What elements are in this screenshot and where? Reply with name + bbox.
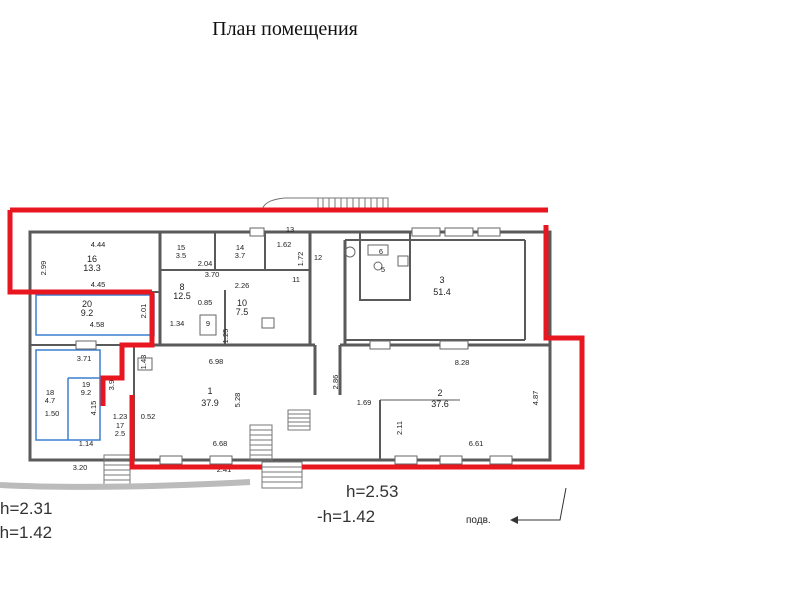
room-10-number: 10	[237, 298, 247, 308]
blue-partitions	[35, 294, 155, 441]
dimension-label: 4.58	[90, 320, 105, 329]
room-18-area: 4.7	[45, 396, 55, 405]
room-15-area: 3.5	[176, 251, 186, 260]
dimension-label: 6.98	[209, 357, 224, 366]
room-6-number: 6	[379, 247, 383, 256]
dimension-labels: 4.44 2.99 4.45 4.58 2.01 2.04 3.70 1.62 …	[39, 240, 540, 474]
dimension-label: 1.69	[357, 398, 372, 407]
dimension-label: 4.15	[89, 401, 98, 416]
dimension-label: 2.99	[39, 261, 48, 276]
rental-boundary	[7, 207, 585, 470]
dimension-label: 1.23	[113, 412, 128, 421]
dimension-label: 1.50	[45, 409, 60, 418]
dimension-label: 3.97	[107, 376, 116, 391]
dimension-label: 6.68	[213, 439, 228, 448]
main-height-label: h=2.53	[346, 482, 398, 501]
dimension-label: 1.14	[79, 439, 94, 448]
dimension-label: 1.43	[139, 355, 148, 370]
room-18-number: 18	[46, 388, 54, 397]
dimension-label: 2.26	[235, 281, 250, 290]
room-3-area: 51.4	[433, 287, 451, 297]
room-11-number: 11	[292, 275, 300, 284]
dimension-label: 4.45	[91, 280, 106, 289]
room-14-number: 14	[236, 243, 244, 252]
dimension-label: 2.04	[198, 259, 213, 268]
room-19-number: 19	[82, 380, 90, 389]
room-17-area: 2.5	[115, 429, 125, 438]
height-notes: h=2.31 -h=1.42 h=2.53 -h=1.42 подв.	[0, 482, 567, 542]
dimension-label: 1.34	[170, 319, 185, 328]
dimension-label: 2.11	[395, 421, 404, 435]
dimension-label: 1.25	[221, 329, 230, 344]
room-1-area: 37.9	[201, 398, 219, 408]
main-minus-height-label: -h=1.42	[317, 507, 375, 526]
dimension-label: 0.52	[141, 412, 156, 421]
dimension-label: 2.86	[331, 375, 340, 390]
room-3-number: 3	[439, 275, 444, 285]
room-10-area: 7.5	[236, 307, 249, 317]
room-17-number: 17	[116, 421, 124, 430]
room-16-number: 16	[87, 254, 97, 264]
room-5-number: 5	[381, 265, 385, 274]
dimension-label: 4.87	[531, 391, 540, 406]
room-19-area: 9.2	[81, 388, 91, 397]
room-14-area: 3.7	[235, 251, 245, 260]
room-8-area: 12.5	[173, 291, 191, 301]
room-20-area: 9.2	[81, 308, 94, 318]
left-height-label: h=2.31	[0, 499, 52, 518]
building-walls	[28, 230, 552, 462]
dimension-label: 3.70	[205, 270, 220, 279]
dimension-label: 1.62	[277, 240, 292, 249]
room-16-area: 13.3	[83, 263, 101, 273]
room-8-number: 8	[179, 282, 184, 292]
dimension-label: 2.01	[139, 304, 148, 319]
dimension-label: 4.44	[91, 240, 106, 249]
room-13-number: 13	[286, 225, 294, 234]
fixtures	[137, 244, 409, 371]
dimension-label: 1.72	[296, 252, 305, 267]
dimension-label: 5.28	[233, 393, 242, 408]
dimension-label: 6.61	[469, 439, 484, 448]
room-12-number: 12	[314, 253, 322, 262]
stairs	[0, 409, 311, 490]
room-15-number: 15	[177, 243, 185, 252]
dimension-label: 8.28	[455, 358, 470, 367]
windows	[75, 227, 513, 465]
page-title: План помещения	[212, 18, 358, 40]
basement-label: подв.	[466, 515, 491, 526]
room-20-number: 20	[82, 299, 92, 309]
room-labels: 16 13.3 20 9.2 15 3.5 14 3.7 13 12 11 8 …	[45, 225, 451, 438]
room-2-area: 37.6	[431, 399, 449, 409]
room-2-number: 2	[437, 388, 442, 398]
room-9-number: 9	[206, 319, 210, 328]
left-minus-height-label: -h=1.42	[0, 523, 52, 542]
dimension-label: 3.71	[77, 354, 92, 363]
dimension-label: 3.20	[73, 463, 88, 472]
dimension-label: 0.85	[198, 298, 213, 307]
room-1-number: 1	[207, 386, 212, 396]
